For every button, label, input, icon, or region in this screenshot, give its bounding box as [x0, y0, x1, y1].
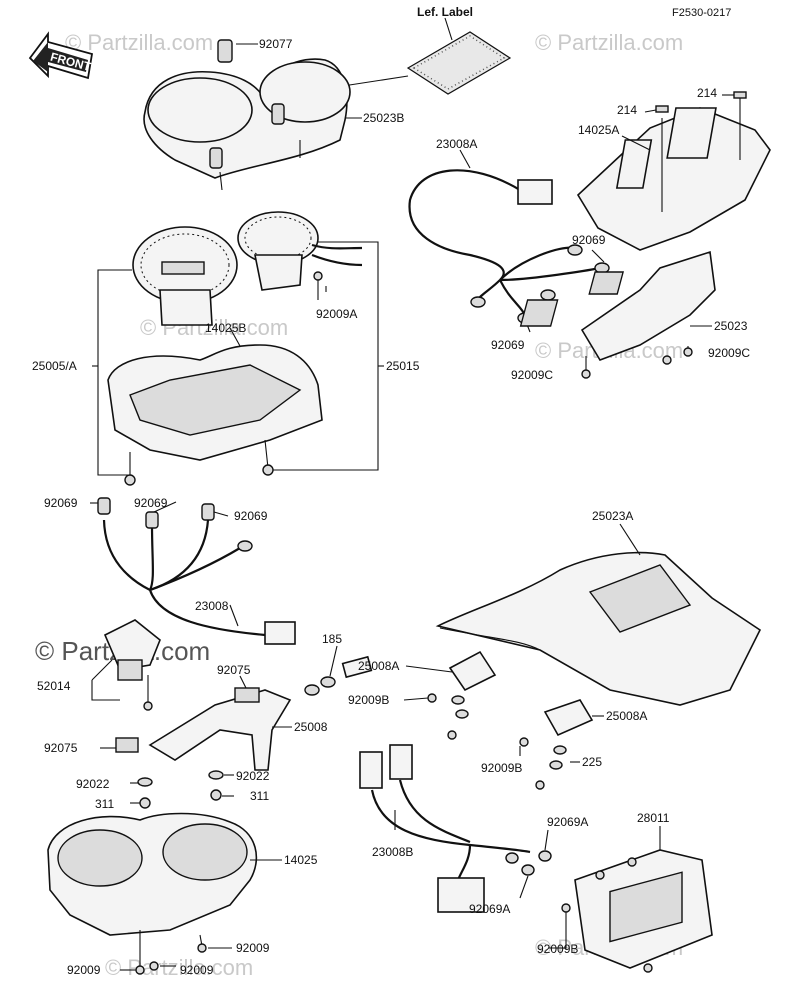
label-92022: 92022	[76, 777, 110, 791]
label-23008b: 23008B	[372, 845, 413, 859]
label-92009a: 92009A	[316, 307, 357, 321]
lef-label-part	[329, 17, 512, 95]
label-25023b: 25023B	[363, 111, 404, 125]
meter-bracket-25008	[100, 675, 292, 809]
label-14025b: 14025B	[205, 321, 246, 335]
label-92069a: 92069A	[469, 902, 510, 916]
label-23008: 23008	[195, 599, 229, 613]
label-25023: 25023	[714, 319, 748, 333]
label-185: 185	[322, 632, 342, 646]
label-92069: 92069	[572, 233, 606, 247]
meter-cover-25023b	[143, 39, 362, 191]
label-92069a: 92069A	[547, 815, 588, 829]
label-92009: 92009	[236, 941, 270, 955]
switch-bracket-25023	[519, 250, 716, 379]
watermark-text: © Partzilla.com	[535, 30, 683, 55]
label-28011: 28011	[637, 811, 670, 825]
label-92009: 92009	[180, 963, 214, 977]
label-lef-label: Lef. Label	[417, 5, 473, 19]
label-92069: 92069	[134, 496, 168, 510]
meter-cover-14025a	[576, 91, 771, 251]
label-92069: 92069	[234, 509, 268, 523]
label-92069: 92069	[491, 338, 525, 352]
wire-harness-23008	[90, 497, 296, 645]
label-214: 214	[697, 86, 717, 100]
label-225: 225	[582, 755, 602, 769]
label-92009b: 92009B	[348, 693, 389, 707]
label-311: 311	[95, 797, 114, 811]
label-92075: 92075	[44, 741, 78, 755]
label-92069: 92069	[44, 496, 78, 510]
indicator-unit-28011	[548, 826, 713, 973]
label-214: 214	[617, 103, 637, 117]
label-25023a: 25023A	[592, 509, 633, 523]
meter-cowl-25023a	[435, 523, 762, 706]
label-25005a: 25005/A	[32, 359, 77, 373]
label-14025: 14025	[284, 853, 318, 867]
label-25015: 25015	[386, 359, 420, 373]
label-52014: 52014	[37, 679, 71, 693]
label-92075: 92075	[217, 663, 251, 677]
label-311: 311	[250, 789, 269, 803]
wire-harness-23008b	[359, 744, 552, 913]
label-25008: 25008	[294, 720, 328, 734]
label-23008a: 23008A	[436, 137, 477, 151]
label-25008a: 25008A	[606, 709, 647, 723]
drawing-code: F2530-0217	[672, 7, 731, 19]
watermark-text: © Partzilla.com	[65, 30, 213, 55]
grommet-185	[304, 645, 373, 696]
front-arrow-icon: FRONT	[28, 31, 94, 80]
label-92009b: 92009B	[537, 942, 578, 956]
sensor-52014	[91, 619, 161, 711]
label-14025a: 14025A	[578, 123, 619, 137]
label-92077: 92077	[259, 37, 293, 51]
watermark-text: © Partzilla.com	[105, 955, 253, 980]
label-92009c: 92009C	[511, 368, 553, 382]
label-92009: 92009	[67, 963, 101, 977]
label-92009b: 92009B	[481, 761, 522, 775]
cowl-bracket-25008a	[403, 650, 604, 790]
label-92022: 92022	[236, 769, 270, 783]
label-92009c: 92009C	[708, 346, 750, 360]
meter-assembly-group	[92, 211, 384, 486]
label-25008a: 25008A	[358, 659, 399, 673]
meter-case-14025	[47, 812, 282, 975]
